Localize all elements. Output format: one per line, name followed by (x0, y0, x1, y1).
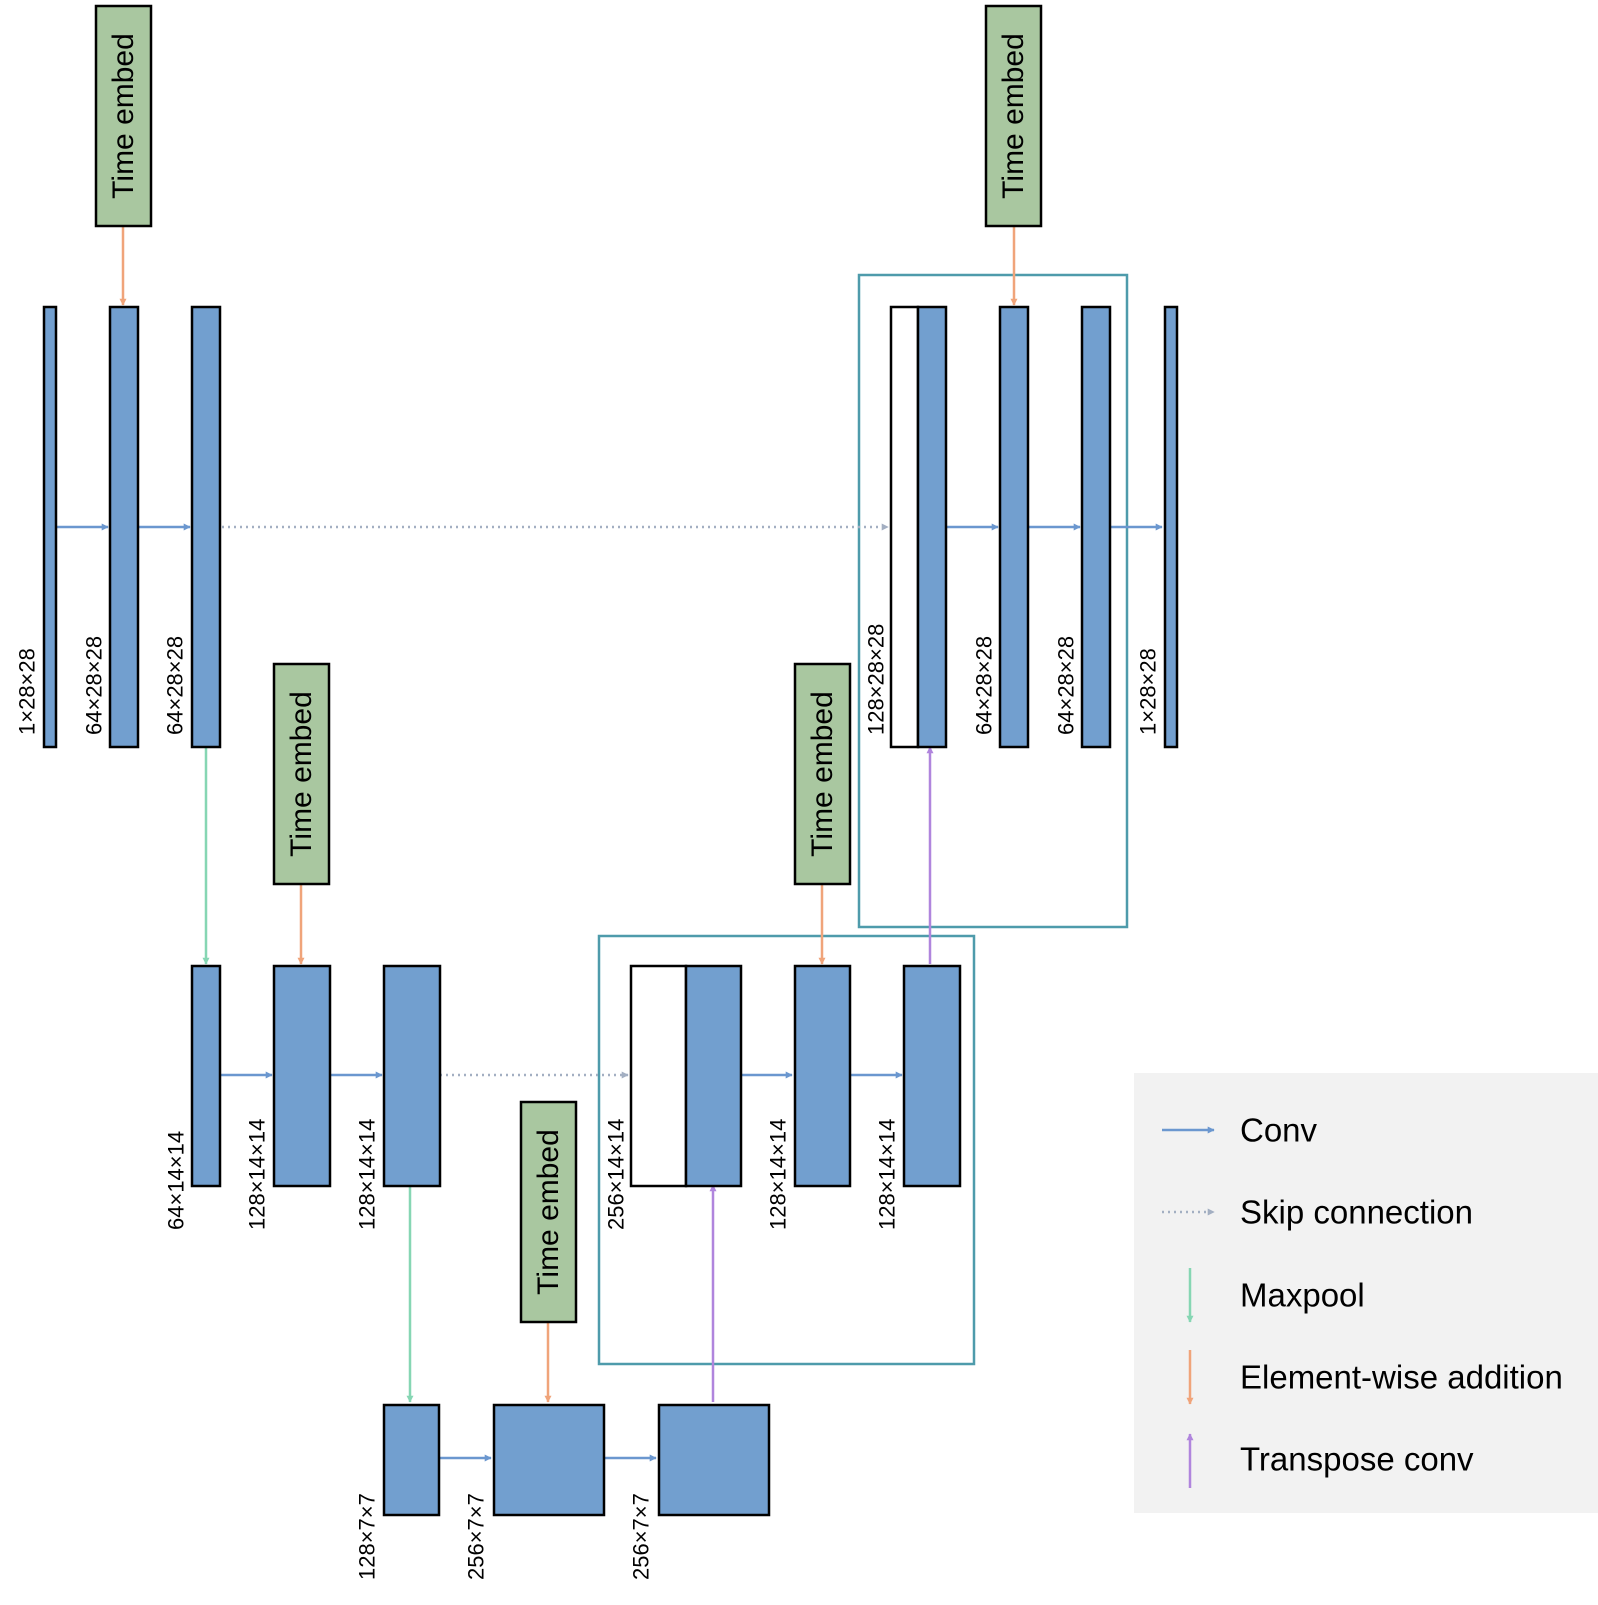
feature-map-enc2b (272, 964, 332, 1188)
dim-label: 256×7×7 (629, 1493, 654, 1580)
time-embed-label: Time embed (532, 1129, 565, 1295)
feature-map-enc1a (108, 305, 140, 749)
dim-label: 128×14×14 (245, 1119, 270, 1230)
dim-label: 128×14×14 (875, 1119, 900, 1230)
feature-map-dec1b (1080, 305, 1112, 749)
feature-map-enc1b (190, 305, 222, 749)
time-embed-label: Time embed (997, 33, 1030, 199)
feature-map-dec1-upsampled (916, 305, 948, 749)
feature-map-dec2a (793, 964, 852, 1188)
decoder-block-28-outline (857, 273, 1129, 929)
time-embed-label: Time embed (285, 691, 318, 857)
legend-add-label: Element-wise addition (1240, 1359, 1563, 1396)
legend-transpose-label: Transpose conv (1240, 1441, 1474, 1478)
dim-label: 64×28×28 (163, 636, 188, 735)
dim-label: 64×14×14 (164, 1131, 189, 1230)
dim-label: 256×7×7 (464, 1493, 489, 1580)
dim-label: 64×28×28 (1054, 636, 1079, 735)
dim-label: 128×14×14 (766, 1119, 791, 1230)
dim-label: 64×28×28 (972, 636, 997, 735)
dim-label: 1×28×28 (1136, 648, 1161, 735)
dim-label: 128×7×7 (355, 1493, 380, 1580)
feature-map-input (42, 305, 58, 749)
feature-map-dec2b (902, 964, 962, 1188)
feature-map-bottleneck-c (657, 1403, 771, 1517)
dim-label: 256×14×14 (604, 1119, 629, 1230)
decoder-block-14-outline (597, 934, 976, 1366)
legend-background (1134, 1073, 1598, 1513)
dim-label: 128×14×14 (355, 1119, 380, 1230)
feature-map-dec2-upsampled (684, 964, 743, 1188)
legend-conv-label: Conv (1240, 1112, 1318, 1149)
legend-maxpool-label: Maxpool (1240, 1277, 1365, 1314)
dim-label: 1×28×28 (15, 648, 40, 735)
time-embed-label: Time embed (107, 33, 140, 199)
concat-skip-part (629, 964, 688, 1188)
time-embed-box: Time embed (793, 662, 852, 886)
feature-map-enc2a (190, 964, 222, 1188)
time-embed-label: Time embed (806, 691, 839, 857)
time-embed-box: Time embed (94, 4, 153, 228)
dim-label: 64×28×28 (82, 636, 107, 735)
concat-skip-part (889, 305, 920, 749)
feature-map-bottleneck-b (492, 1403, 606, 1517)
time-embed-box: Time embed (984, 4, 1043, 228)
time-embed-box: Time embed (272, 662, 331, 886)
feature-map-enc2c (382, 964, 442, 1188)
feature-map-bottleneck-a (382, 1403, 441, 1517)
dim-label: 128×28×28 (864, 624, 889, 735)
feature-map-dec1a (998, 305, 1030, 749)
time-embed-box: Time embed (519, 1100, 578, 1324)
legend-skip-label: Skip connection (1240, 1194, 1473, 1231)
feature-map-output (1163, 305, 1179, 749)
legend: Conv Skip connection Maxpool Element-wis… (1134, 1073, 1598, 1513)
